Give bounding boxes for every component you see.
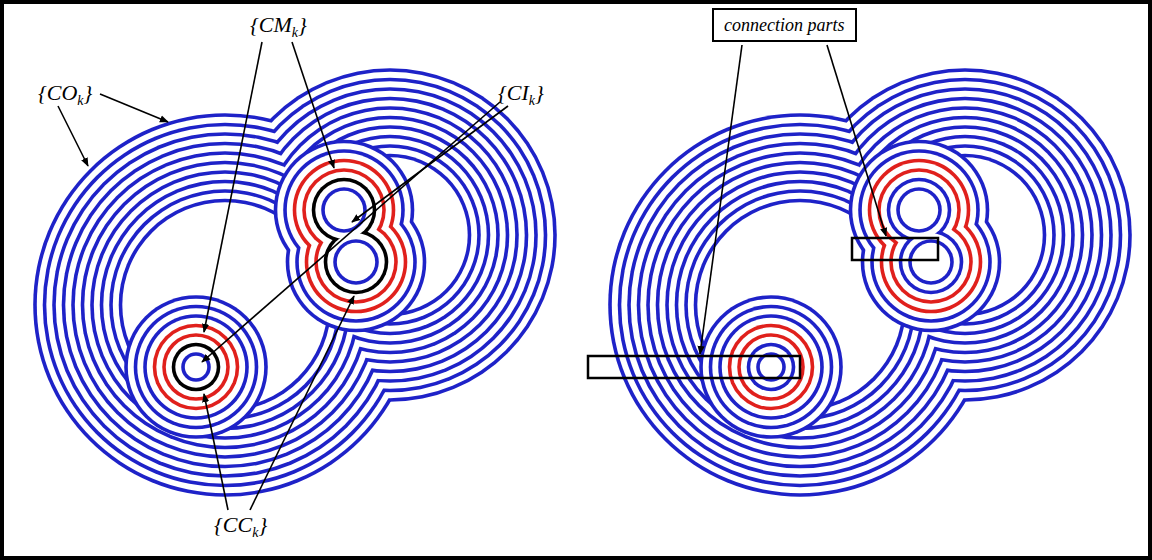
contour-disc (327, 233, 384, 290)
contour-disc (896, 187, 942, 233)
leader-line (204, 394, 228, 510)
contour-disc (128, 299, 264, 435)
contour-disc (899, 230, 964, 295)
leader-line (202, 102, 500, 362)
contour-disc (912, 243, 950, 281)
contour-disc (166, 337, 226, 397)
leader-lines (58, 42, 508, 510)
leader-line (250, 296, 354, 510)
contour-disc (134, 305, 259, 430)
connection-region (588, 356, 800, 378)
contour-disc (737, 333, 805, 401)
contour-disc (43, 123, 408, 488)
leader-line (827, 45, 886, 236)
contour-disc (760, 356, 782, 378)
set-label: {COk} (38, 80, 92, 106)
contour-disc (147, 318, 245, 416)
contour-disc (185, 356, 207, 378)
callout-text: connection parts (724, 14, 855, 36)
leader-line (700, 45, 742, 354)
contour-disc (747, 343, 796, 392)
contour-disc (315, 181, 372, 238)
contour-disc (181, 352, 211, 382)
contour-disc (890, 181, 947, 238)
contour-disc (709, 305, 834, 430)
contour-disc (612, 117, 988, 493)
leader-line (204, 42, 262, 332)
callout-box: connection parts (712, 8, 857, 42)
contour-disc (722, 318, 820, 416)
leader-line (58, 106, 88, 166)
contour-disc (699, 295, 843, 439)
set-label: {CIk} (498, 80, 544, 106)
contour-disc (703, 299, 839, 435)
contour-disc (728, 324, 815, 411)
contour-disc (137, 308, 254, 425)
contour-disc (37, 117, 413, 493)
contour-disc (172, 343, 221, 392)
contour-disc (902, 233, 959, 290)
contour-disc (608, 113, 992, 497)
contour-disc (325, 191, 363, 229)
leader-line (100, 94, 168, 122)
contour-disc (618, 123, 983, 488)
contour-disc (621, 126, 978, 483)
contour-disc (908, 239, 954, 285)
contour-disc (33, 113, 417, 497)
contour-disc (153, 324, 240, 411)
contour-disc (333, 239, 379, 285)
contour-disc (324, 230, 389, 295)
contour-disc (900, 191, 938, 229)
contour-disc (712, 308, 829, 425)
contour-disc (124, 295, 268, 439)
contour-disc (321, 187, 367, 233)
leader-line (292, 42, 334, 168)
contour-disc (143, 314, 249, 420)
contour-disc (750, 346, 791, 387)
set-label: {CMk} (250, 12, 307, 38)
connection-region (852, 238, 938, 260)
contour-disc (175, 346, 216, 387)
contour-disc (162, 333, 230, 401)
contour-disc (741, 337, 801, 397)
contour-disc (337, 243, 375, 281)
contour-disc (718, 314, 824, 420)
contour-disc (156, 327, 235, 406)
set-label: {CCk} (214, 512, 267, 538)
